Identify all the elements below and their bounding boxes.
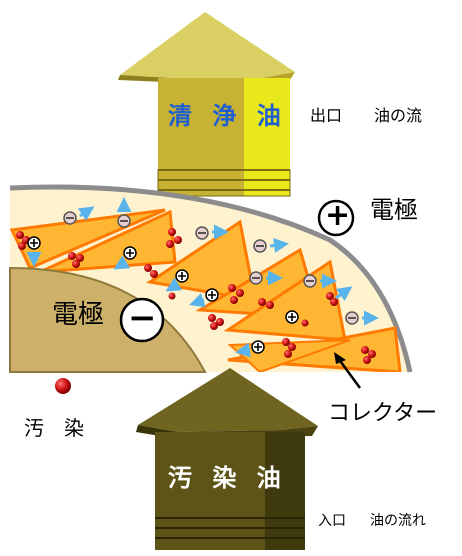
particle-motion-arrows [26, 197, 379, 358]
contaminant-legend-icon [55, 378, 71, 394]
dirty-oil-arrow [136, 368, 318, 550]
positive-electrode-label: 電極 [370, 196, 418, 224]
positive-sign: + [325, 198, 351, 233]
inlet-flow-label: 油の流れ [370, 513, 426, 529]
clean-oil-arrow [118, 12, 295, 197]
negative-electrode-label: 電極 [52, 300, 105, 330]
negative-sign: − [128, 298, 157, 338]
dirty-oil-label: 汚 染 油 [168, 464, 287, 492]
positive-electrode-symbol [317, 199, 355, 237]
outlet-flow-label: 油の流 [374, 106, 423, 125]
negative-electrode-symbol [119, 297, 165, 343]
contaminant-particles [16, 228, 376, 364]
inlet-label: 入口 [318, 513, 346, 529]
collector-label: コレクター [328, 401, 438, 426]
outlet-label: 出口 [310, 106, 343, 125]
contaminant-label: 汚 染 [24, 416, 84, 440]
negative-ion-marks [66, 217, 356, 319]
collector-pointer-line [336, 357, 362, 389]
clean-oil-label: 清 浄 油 [168, 102, 287, 130]
